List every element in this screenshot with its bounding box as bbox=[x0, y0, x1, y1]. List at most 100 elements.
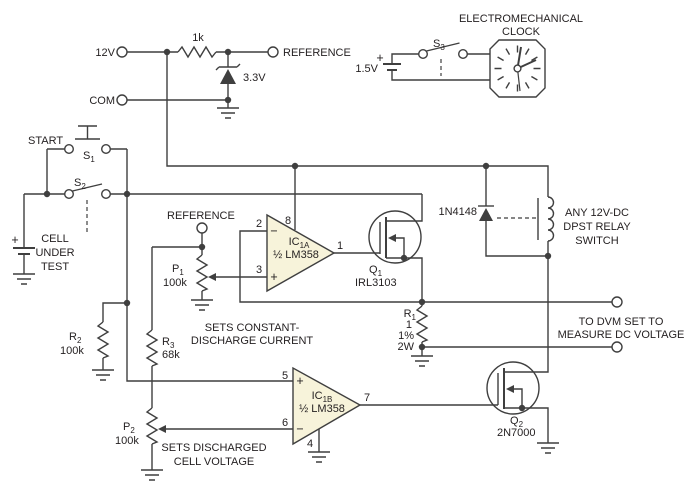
switch-s2-contact-left bbox=[63, 188, 74, 199]
label-p2-value: 100k bbox=[115, 435, 139, 447]
note-constant-2: DISCHARGE CURRENT bbox=[191, 335, 314, 347]
potentiometer-p1 bbox=[195, 254, 209, 292]
clock-center bbox=[513, 64, 522, 73]
label-relay-1: ANY 12V-DC bbox=[565, 207, 629, 219]
wire-ic1a-pins bbox=[239, 166, 422, 303]
ic1a-pin8: 8 bbox=[285, 215, 291, 227]
label-cell-1: CELL bbox=[41, 233, 69, 245]
ic1a-pin2: 2 bbox=[256, 218, 262, 230]
label-cell-plus: + bbox=[11, 233, 18, 247]
start-cell-section: START S1 S2 + CELL UNDER TEST R2 100k bbox=[11, 125, 422, 382]
switch-s1-contact-right bbox=[100, 143, 111, 154]
label-1v5: 1.5V bbox=[355, 63, 378, 75]
ic1a-section: − + 2 3 8 1 IC1A ½ LM358 SETS CONSTANT- … bbox=[191, 166, 422, 347]
ic1b-plus-sign: + bbox=[296, 374, 303, 388]
diode-1n4148-triangle bbox=[479, 208, 493, 221]
q1-section: Q1 IRL3103 bbox=[355, 194, 423, 302]
ground-symbol bbox=[410, 355, 434, 367]
ic1a-minus-sign: − bbox=[270, 224, 277, 238]
resistor-r3 bbox=[145, 329, 159, 367]
ic1b-pin6: 6 bbox=[282, 417, 288, 429]
junction-dot bbox=[400, 254, 408, 262]
junction-dot bbox=[123, 190, 131, 198]
mosfet-q1-source bbox=[386, 257, 423, 302]
label-clock-title-2: CLOCK bbox=[502, 26, 541, 38]
ground-symbol bbox=[140, 469, 164, 481]
q2-section: Q2 2N7000 bbox=[486, 256, 560, 454]
switch-s3-contact-right bbox=[458, 49, 469, 60]
wire-ic1b-pins bbox=[318, 404, 498, 452]
p2-wiper-arrow bbox=[158, 425, 166, 433]
junction-dot bbox=[163, 48, 171, 56]
label-dvm-2: MEASURE DC VOLTAGE bbox=[558, 329, 685, 341]
clock-section: ELECTROMECHANICAL CLOCK 1.5V + S3 bbox=[355, 13, 583, 98]
label-r3-value: 68k bbox=[162, 349, 180, 361]
label-r2: R2 bbox=[69, 331, 82, 345]
ground-symbol bbox=[190, 299, 214, 311]
label-p1: P1 bbox=[172, 263, 184, 277]
label-relay-3: SWITCH bbox=[575, 235, 618, 247]
label-r1: R1 bbox=[404, 308, 417, 322]
label-r1-power: 2W bbox=[398, 341, 415, 353]
terminal-dvm-top bbox=[611, 296, 623, 308]
ic1b-section: + − 5 6 7 4 IC1B ½ LM358 bbox=[282, 366, 498, 463]
mosfet-q1-arrow bbox=[388, 234, 396, 242]
ic1b-pin7: 7 bbox=[364, 392, 370, 404]
ground-symbol bbox=[216, 107, 240, 119]
zener-diode-bar bbox=[215, 63, 241, 71]
junction-dot bbox=[198, 243, 206, 251]
r1-dvm-section: R1 1 1% 2W TO DVM SET TO MEASURE DC VOLT… bbox=[398, 296, 685, 367]
clock-ticks bbox=[494, 45, 541, 92]
label-zener-3v3: 3.3V bbox=[243, 72, 266, 84]
note-discharged-1: SETS DISCHARGED bbox=[161, 442, 266, 454]
opamp-ic1a bbox=[266, 213, 336, 293]
label-s2: S2 bbox=[74, 177, 86, 191]
label-1k: 1k bbox=[192, 32, 204, 44]
label-ic1b: IC1B bbox=[312, 390, 333, 404]
relay-section: 1N4148 ANY 12V-DC DPST RELAY SWITCH bbox=[438, 166, 631, 257]
mosfet-q2-body-lead bbox=[514, 388, 523, 408]
label-r1-tolerance: 1% bbox=[398, 330, 414, 342]
label-ic1b-part: ½ LM358 bbox=[299, 403, 345, 415]
label-r2-value: 100k bbox=[60, 345, 84, 357]
label-r1-value: 1 bbox=[406, 319, 412, 331]
terminal-com bbox=[116, 94, 128, 106]
junction-dot bbox=[518, 404, 526, 412]
terminal-dvm-bottom bbox=[611, 341, 623, 353]
pushbutton-s1-actuator bbox=[75, 125, 100, 140]
mosfet-q1-body bbox=[368, 210, 422, 264]
ground-symbol bbox=[12, 273, 36, 285]
label-12v: 12V bbox=[95, 47, 115, 59]
ic1a-plus-sign: + bbox=[270, 270, 277, 284]
label-reference-mid: REFERENCE bbox=[167, 210, 235, 222]
resistor-r1 bbox=[415, 305, 429, 343]
terminal-12v bbox=[116, 46, 128, 58]
switch-s2-arm bbox=[72, 183, 103, 192]
junction-dots bbox=[43, 48, 552, 351]
label-cell-2: UNDER bbox=[35, 247, 74, 259]
mosfet-q1-body-lead bbox=[396, 237, 405, 258]
mosfet-q2-source bbox=[504, 407, 549, 443]
mosfet-q2-drain bbox=[504, 256, 549, 373]
label-relay-2: DPST RELAY bbox=[563, 221, 631, 233]
mosfet-q1-drain bbox=[386, 194, 423, 222]
label-reference-top: REFERENCE bbox=[283, 47, 351, 59]
switch-s3-contact-left bbox=[418, 49, 429, 60]
switch-s1-contact-left bbox=[63, 143, 74, 154]
zener-diode-triangle bbox=[220, 69, 236, 84]
terminal-reference-top bbox=[267, 46, 279, 58]
potentiometer-p2 bbox=[145, 407, 159, 445]
resistor-r2 bbox=[96, 321, 110, 359]
label-q1-part: IRL3103 bbox=[355, 277, 397, 289]
note-discharged-2: CELL VOLTAGE bbox=[174, 456, 255, 468]
mosfet-q2-body bbox=[486, 361, 540, 415]
label-s1: S1 bbox=[83, 150, 95, 164]
label-dvm-1: TO DVM SET TO bbox=[579, 316, 664, 328]
note-constant-1: SETS CONSTANT- bbox=[205, 322, 300, 334]
label-com: COM bbox=[89, 95, 115, 107]
label-p1-value: 100k bbox=[163, 277, 187, 289]
label-1n4148: 1N4148 bbox=[438, 206, 477, 218]
ic1b-minus-sign: − bbox=[296, 422, 303, 436]
